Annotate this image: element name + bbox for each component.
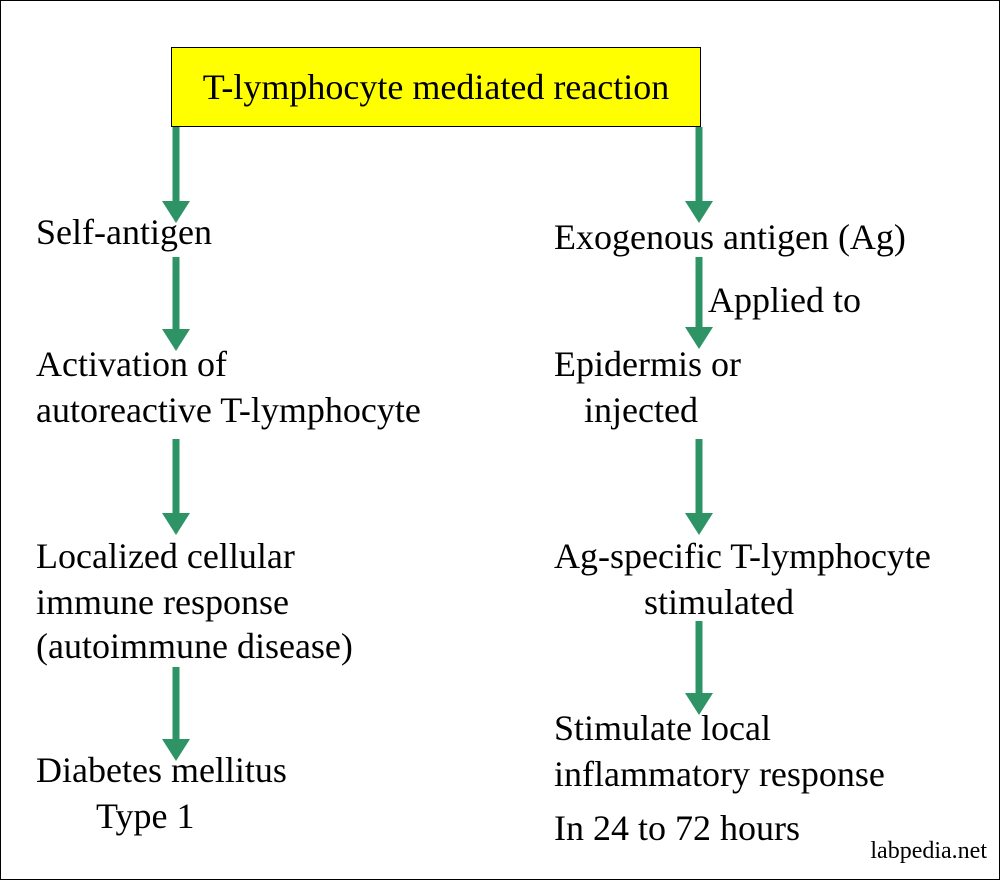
arrow-epidermis-to-stimulated [685, 439, 713, 535]
inflammatory-line2: inflammatory response [554, 754, 885, 794]
epidermis-line2: injected [584, 390, 698, 430]
epidermis-line1: Epidermis or [554, 344, 741, 384]
arrow-response-to-diabetes [162, 667, 190, 761]
applied-to-label: Applied to [708, 280, 861, 320]
arrow-stimulated-to-inflammatory [685, 621, 713, 715]
diabetes-line1: Diabetes mellitus [36, 750, 287, 790]
diabetes-line2: Type 1 [96, 796, 195, 836]
watermark-text: labpedia.net [870, 838, 987, 864]
activation-line2: autoreactive T-lymphocyte [36, 390, 421, 430]
activation-line1: Activation of [36, 344, 227, 384]
arrow-title-to-exogenous [685, 127, 713, 223]
arrow-title-to-self-antigen [162, 127, 190, 223]
exogenous-antigen-label: Exogenous antigen (Ag) [554, 217, 906, 257]
stimulated-line2: stimulated [644, 582, 794, 622]
arrow-exogenous-to-epidermis [685, 257, 713, 349]
response-line1: Localized cellular [36, 536, 295, 576]
title-text: T-lymphocyte mediated reaction [202, 67, 670, 107]
arrow-activation-to-response [162, 439, 190, 535]
self-antigen-label: Self-antigen [36, 212, 212, 252]
response-line2: immune response [36, 582, 289, 622]
stimulated-line1: Ag-specific T-lymphocyte [554, 536, 931, 576]
inflammatory-line3: In 24 to 72 hours [554, 808, 800, 848]
arrow-self-antigen-to-activation [162, 257, 190, 351]
title-box: T-lymphocyte mediated reaction [171, 47, 701, 127]
inflammatory-line1: Stimulate local [554, 708, 771, 748]
response-line3: (autoimmune disease) [36, 626, 353, 666]
